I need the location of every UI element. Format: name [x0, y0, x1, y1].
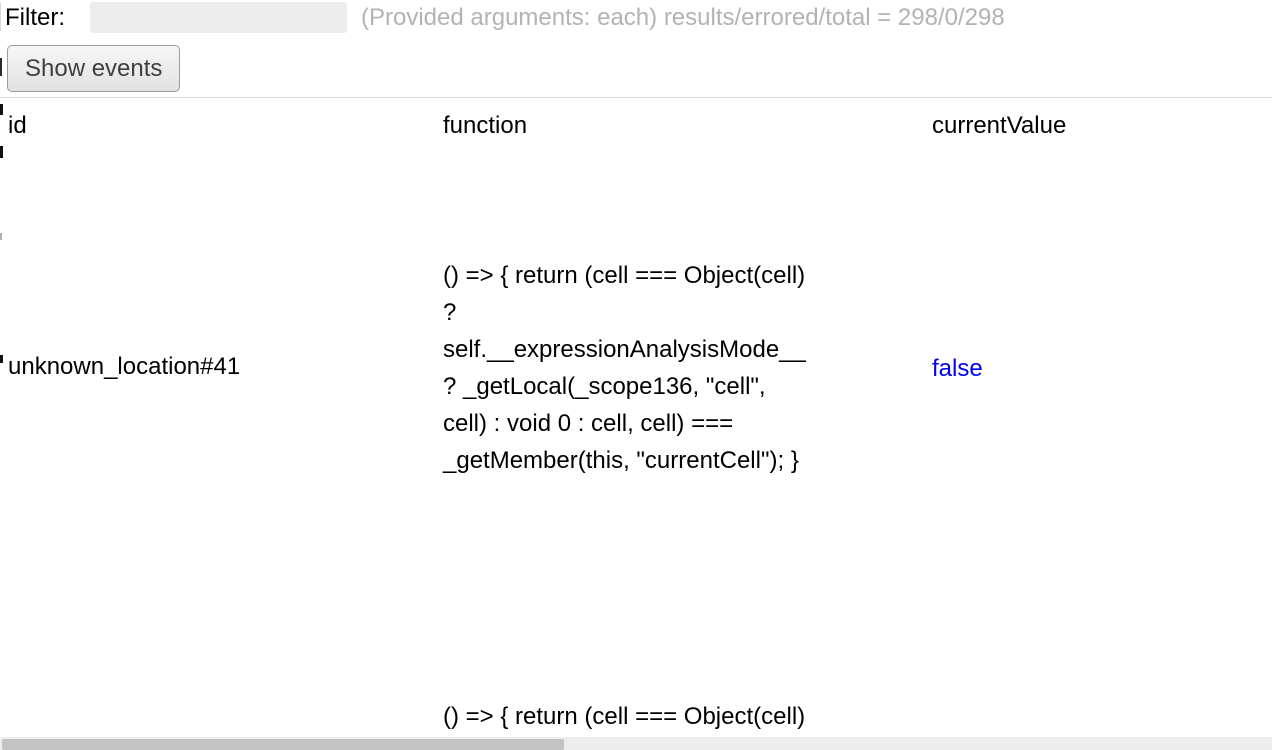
cell-id: unknown_location#41	[8, 353, 241, 380]
function-code-line: self.__expressionAnalysisMode__	[443, 336, 806, 363]
clipped-content-fragment	[0, 355, 3, 363]
cell-function: () => { return (cell === Object(cell)	[443, 703, 806, 730]
function-code-line: cell) : void 0 : cell, cell) ===	[443, 410, 734, 437]
toolbar-divider	[0, 97, 1272, 98]
cell-function: () => { return (cell === Object(cell) ? …	[443, 257, 943, 479]
clipped-content-fragment	[0, 3, 1, 31]
clipped-content-fragment	[0, 104, 3, 115]
clipped-content-fragment	[0, 146, 3, 158]
show-events-button[interactable]: Show events	[7, 45, 181, 92]
filter-input[interactable]	[90, 2, 347, 33]
column-header-currentvalue: currentValue	[932, 112, 1067, 139]
function-code-line: () => { return (cell === Object(cell)	[443, 262, 806, 289]
function-code-line: ?	[443, 299, 457, 326]
provided-arguments-status: (Provided arguments: each) results/error…	[361, 4, 1005, 31]
horizontal-scrollbar-thumb[interactable]	[2, 739, 564, 750]
column-header-id: id	[8, 112, 27, 139]
function-code-line: ? _getLocal(_scope136, "cell",	[443, 373, 766, 400]
clipped-content-fragment	[0, 58, 2, 76]
column-header-function: function	[443, 112, 528, 139]
function-code-line: _getMember(this, "currentCell"); }	[443, 447, 799, 474]
filter-label: Filter:	[5, 4, 65, 31]
clipped-content-fragment	[0, 233, 2, 240]
cell-current-value: false	[932, 355, 983, 382]
